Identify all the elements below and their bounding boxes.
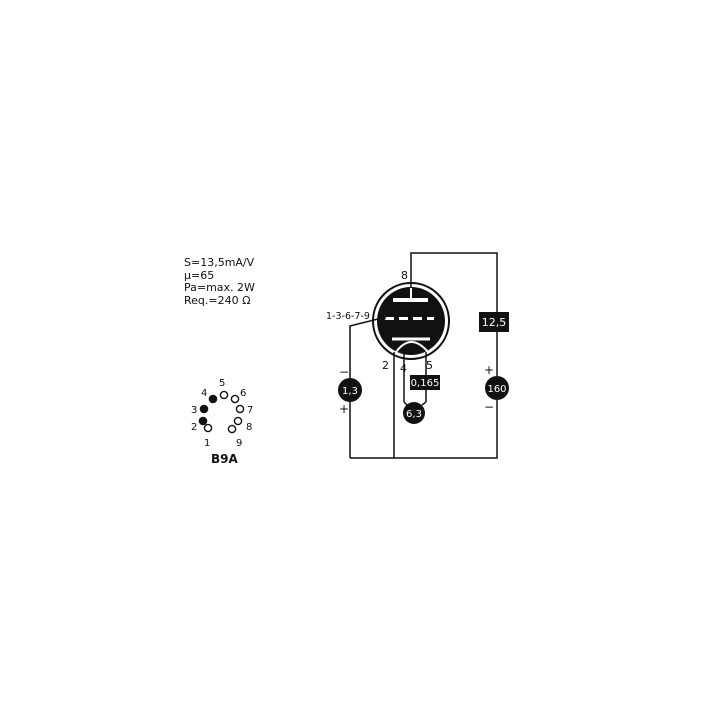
grid-bias-plus: + [339,402,349,416]
grid-bias-value: 1,3 [342,386,358,397]
equivalent-noise-resistance: Req.=240 Ω [184,293,251,307]
base-pin-label-8: 8 [246,422,252,433]
tube-pin-labels: 8 1-3-6-7-9 2 4 5 [326,269,433,375]
anode-supply-source [485,376,509,400]
vacuum-tube [372,282,450,360]
base-pin-6 [230,394,240,404]
anode-plate [393,298,428,302]
base-type-label: B9A [211,452,238,466]
base-pin-label-7: 7 [247,405,253,416]
base-pin-label-3: 3 [191,405,197,416]
pin-cathode-label: 2 [382,359,389,372]
anode-supply-plus: + [484,363,494,377]
base-pin-8 [233,416,243,426]
base-pin-1 [203,423,213,433]
anode-supply-value: 160 [487,384,506,395]
amplification-factor: μ=65 [184,268,215,282]
base-pin-label-9: 9 [236,438,242,449]
pin-anode-label: 8 [401,269,408,282]
base-pin-7 [235,404,245,414]
heater-voltage-value: 6,3 [406,409,422,420]
tube-envelope-outer [372,282,450,360]
base-pin-label-1: 1 [204,438,210,449]
base-pinout [198,390,245,434]
base-pin-label-6: 6 [240,388,246,399]
heater-current-box [410,375,440,390]
heater-filament [395,341,429,353]
anode-current-box [479,312,509,332]
anode-wire [410,252,498,312]
base-pin-label-2: 2 [191,422,197,433]
heater-source-lead-b [421,401,427,406]
heater-current-value: 0,165 [411,378,440,389]
base-pin-2 [198,416,208,426]
anode-current-value: 12,5 [482,316,507,329]
base-pin-5 [219,390,229,400]
pin-grid-group-label: 1-3-6-7-9 [326,311,370,322]
control-grid [385,317,434,320]
base-pin-4 [208,394,218,404]
supply-return-wire [350,400,498,459]
base-pin-label-4: 4 [201,388,207,399]
heater-source-lead-a [403,401,408,406]
base-pin-9 [227,424,237,434]
base-pin-label-5: 5 [219,378,225,389]
heater-voltage-source [403,402,425,424]
pin-heater-a-label: 4 [400,362,407,375]
pin-heater-b-label: 5 [426,359,433,372]
grid-bias-source [338,378,362,402]
base-pin-3 [199,404,209,414]
base-pin-labels: 1 2 3 4 5 6 7 8 9 [191,378,253,449]
transconductance-value: S=13,5mA/V [184,256,255,269]
max-anode-dissipation: Pa=max. 2W [184,281,255,294]
grid-bias-minus: − [339,365,349,379]
anode-supply-minus: − [484,400,494,414]
tube-specifications: S=13,5mA/V μ=65 Pa=max. 2W Req.=240 Ω [184,256,255,307]
circuit-wires [349,252,498,459]
